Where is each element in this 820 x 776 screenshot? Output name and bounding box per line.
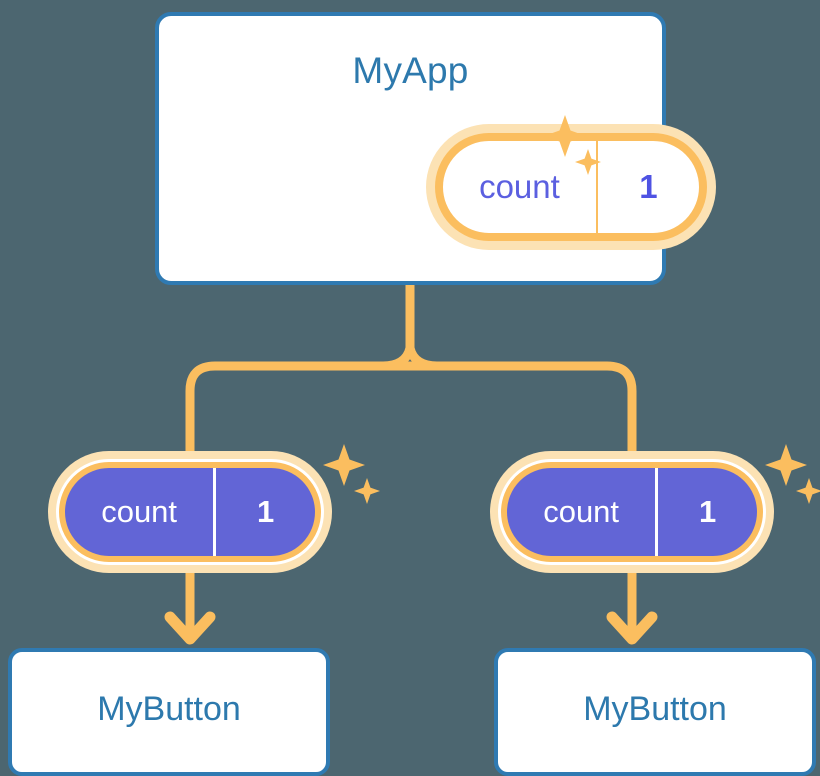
state-pill-root[interactable]: count 1 bbox=[426, 124, 716, 250]
connector-branch-right bbox=[405, 361, 637, 467]
pill-value-label: 1 bbox=[699, 494, 717, 529]
pill-value-label: 1 bbox=[639, 168, 658, 205]
mybutton-card-left: MyButton bbox=[8, 648, 330, 776]
pill-key-label: count bbox=[65, 468, 217, 556]
arrow-down-right-head bbox=[606, 611, 658, 645]
myapp-card-title: MyApp bbox=[352, 50, 469, 91]
sparkle-small-icon bbox=[354, 478, 380, 504]
state-pill-left[interactable]: count 1 bbox=[48, 451, 332, 573]
arrow-down-left-head bbox=[164, 611, 216, 645]
mybutton-card-left-label: MyButton bbox=[97, 689, 241, 728]
pill-body[interactable]: count 1 bbox=[435, 133, 707, 241]
state-pill-right[interactable]: count 1 bbox=[490, 451, 774, 573]
myapp-card: MyApp count 1 bbox=[155, 12, 716, 285]
pill-key-label: count bbox=[507, 468, 659, 556]
pill-key-label: count bbox=[443, 141, 598, 233]
connector-split-peak bbox=[378, 346, 442, 371]
pill-value-label: 1 bbox=[257, 494, 275, 529]
mybutton-card-right: MyButton bbox=[494, 648, 816, 776]
connector-branch-left bbox=[185, 361, 415, 467]
pill-body[interactable]: count 1 bbox=[57, 460, 323, 564]
sparkle-small-icon bbox=[796, 478, 820, 504]
mybutton-card-right-label: MyButton bbox=[583, 689, 727, 728]
pill-body[interactable]: count 1 bbox=[499, 460, 765, 564]
